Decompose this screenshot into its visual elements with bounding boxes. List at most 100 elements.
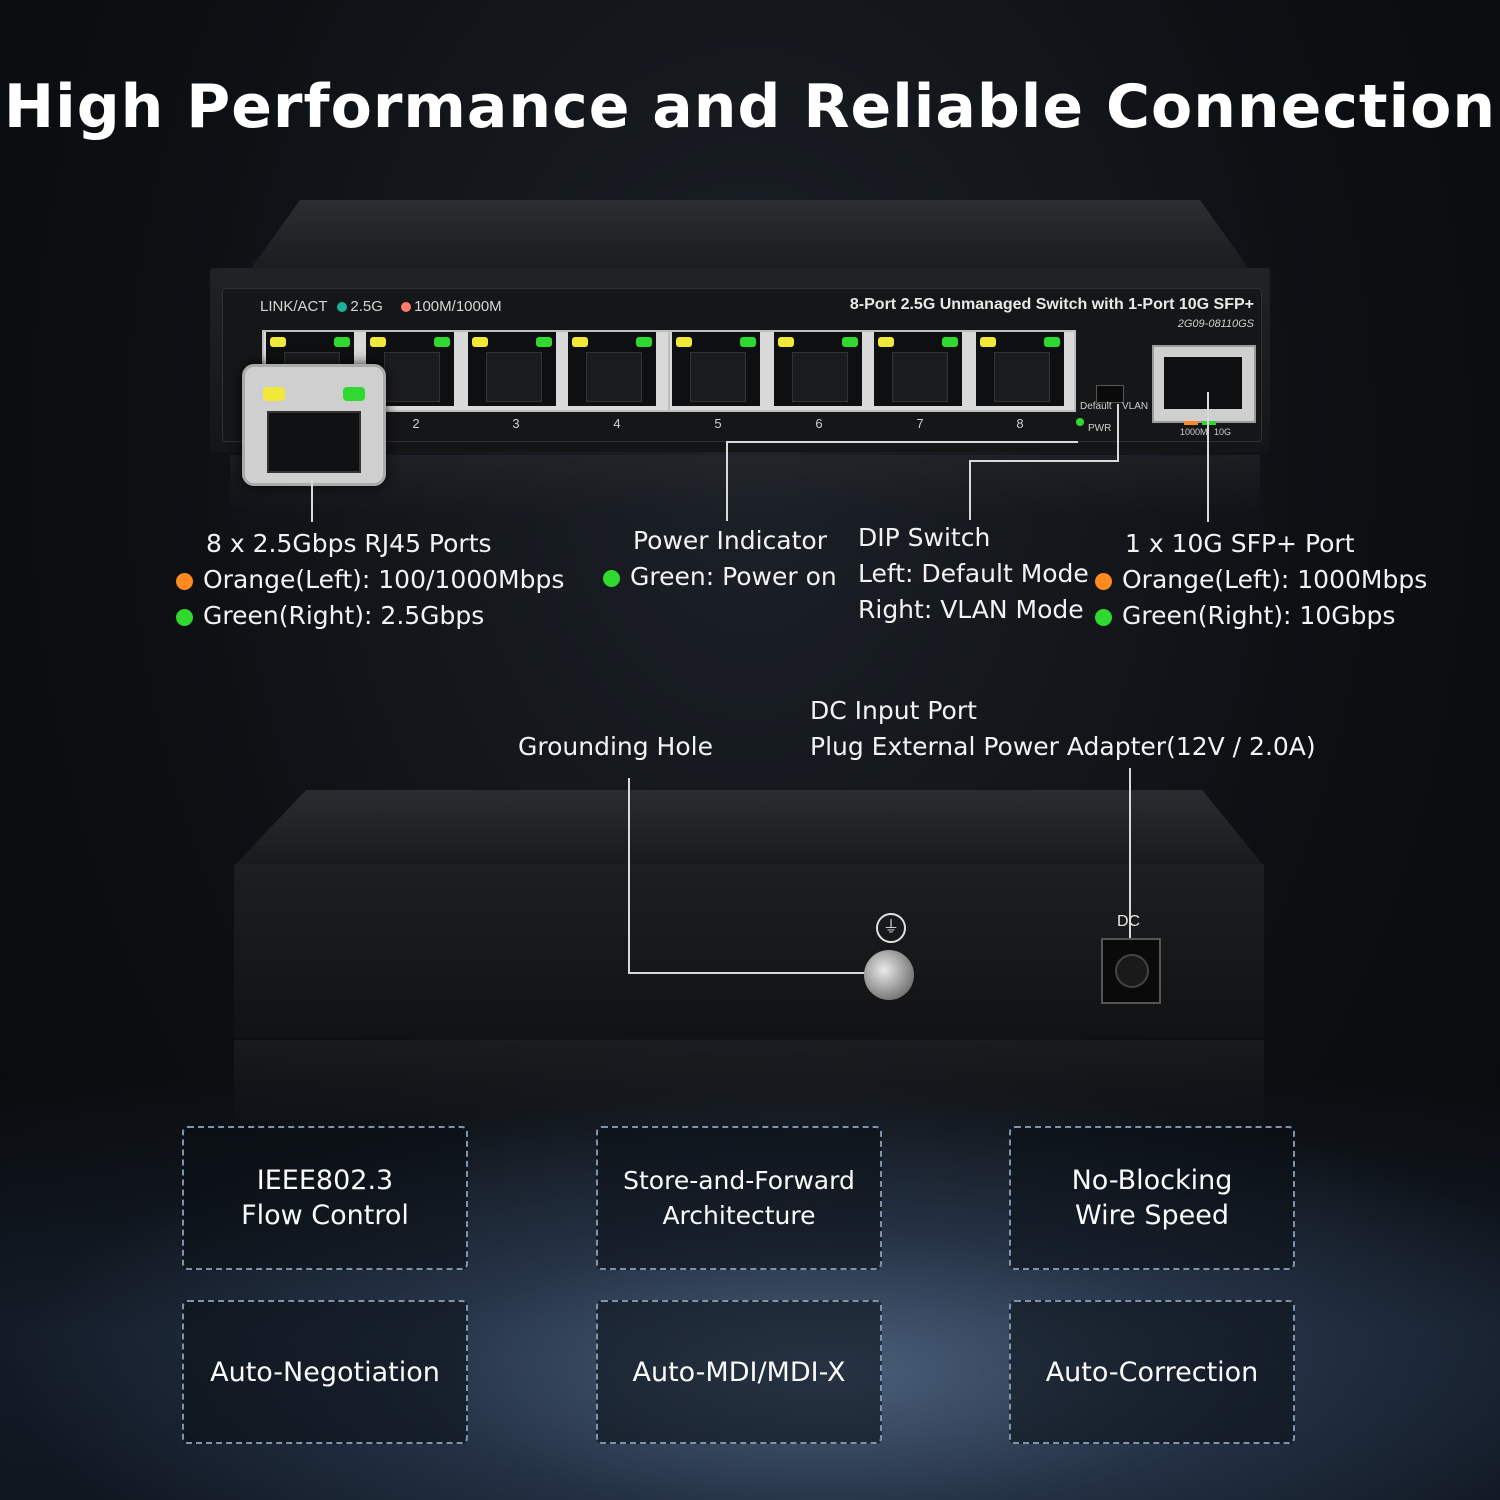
rj45-jack-zoom [267,411,361,473]
green-led-icon [636,337,652,347]
rj45-port-7[interactable] [874,332,962,406]
yellow-led-icon [370,337,386,347]
green-led-icon [842,337,858,347]
callout-dc: DC Input Port Plug External Power Adapte… [810,693,1316,765]
sfp-port[interactable] [1152,345,1256,423]
port-number: 2 [412,416,420,431]
yellow-led-icon [472,337,488,347]
rear-switch-top [234,790,1264,866]
switch-reflection [230,455,1260,515]
callout-line-grounding [628,778,630,974]
green-led-icon [1044,337,1060,347]
callout-dc-title: DC Input Port [810,696,977,725]
rj45-port-8[interactable] [976,332,1064,406]
feature-no-blocking: No-Blocking Wire Speed [1009,1126,1295,1270]
callout-rj45: 8 x 2.5Gbps RJ45 Ports Orange(Left): 100… [176,526,564,634]
callout-line-power [726,443,728,521]
rj45-port-5[interactable] [672,332,760,406]
feature-flow-control: IEEE802.3 Flow Control [182,1126,468,1270]
model-code: 2G09-08110GS [1177,318,1254,330]
power-led-icon [1076,418,1084,426]
callout-line-dip-v [1117,404,1119,462]
callout-line-dip [969,460,971,520]
callout-sfp-line2: Green(Right): 10Gbps [1095,598,1427,634]
rj45-jack [892,352,948,402]
rj45-jack [384,352,440,402]
rj45-port-zoom [242,364,386,486]
yellow-led-icon [572,337,588,347]
salmon-dot-icon [401,302,412,313]
feature-label: Auto-Correction [1045,1356,1259,1388]
rj45-port-3[interactable] [468,332,556,406]
callout-line-sfp [1207,392,1209,522]
port-number: 6 [815,416,823,431]
green-led-icon [343,387,365,401]
callout-power-line1-text: Green: Power on [630,562,837,591]
sfp-led-labels: 1000M 10G [1180,417,1231,437]
callout-line-dc [1129,768,1131,968]
callout-rj45-line1-text: Orange(Left): 100/1000Mbps [203,565,565,594]
feature-auto-mdi: Auto-MDI/MDI-X [596,1300,882,1444]
sfp-slot [1164,357,1242,409]
feature-store-forward: Store-and-Forward Architecture [596,1126,882,1270]
port-number: 3 [512,416,520,431]
ground-symbol-icon: ⏚ [876,913,906,943]
rj45-jack [486,352,542,402]
led-legend: LINK/ACT 2.5G 100M/1000M [260,298,502,315]
green-led-icon [536,337,552,347]
rear-switch-panel [234,864,1264,1038]
rj45-jack [586,352,642,402]
sfp-1000m-label: 1000M [1180,427,1208,437]
port-number: 8 [1016,416,1024,431]
callout-sfp-line2-text: Green(Right): 10Gbps [1122,601,1396,630]
orange-dot-icon [1095,573,1112,590]
callout-sfp-line1-text: Orange(Left): 1000Mbps [1122,565,1428,594]
callout-line-dip-h [969,460,1119,462]
dip-switch[interactable] [1096,385,1124,403]
rj45-port-4[interactable] [568,332,656,406]
callout-rj45-line1: Orange(Left): 100/1000Mbps [176,562,564,598]
feature-auto-correction: Auto-Correction [1009,1300,1295,1444]
switch-top-surface [250,200,1250,270]
grounding-screw[interactable] [864,950,914,1000]
orange-dot-icon [176,573,193,590]
dc-label: DC [1117,913,1141,930]
callout-sfp: 1 x 10G SFP+ Port Orange(Left): 1000Mbps… [1095,526,1427,634]
port-number: 4 [613,416,621,431]
callout-line-power-h [726,441,1078,443]
callout-power: Power Indicator Green: Power on [603,523,837,595]
port-number: 5 [714,416,722,431]
green-dot-icon [603,570,620,587]
legend-25g: 2.5G [350,298,383,315]
callout-line-grounding-h [628,972,868,974]
yellow-led-icon [980,337,996,347]
rj45-jack [792,352,848,402]
callout-sfp-line1: Orange(Left): 1000Mbps [1095,562,1427,598]
rj45-jack [994,352,1050,402]
feature-label: Auto-MDI/MDI-X [632,1356,846,1388]
rj45-jack [690,352,746,402]
dc-input-port[interactable] [1101,938,1161,1004]
callout-power-line1: Green: Power on [603,559,837,595]
dc-jack-hole [1115,954,1149,988]
yellow-led-icon [676,337,692,347]
green-led-icon [434,337,450,347]
green-led-icon [740,337,756,347]
callout-dc-line1: Plug External Power Adapter(12V / 2.0A) [810,732,1316,761]
green-led-icon [942,337,958,347]
green-led-icon [334,337,350,347]
orange-led-icon [1184,421,1198,425]
feature-label: Auto-Negotiation [210,1356,440,1388]
callout-rj45-line2-text: Green(Right): 2.5Gbps [203,601,485,630]
feature-auto-negotiation: Auto-Negotiation [182,1300,468,1444]
callout-rj45-title: 8 x 2.5Gbps RJ45 Ports [206,529,492,558]
yellow-led-icon [878,337,894,347]
port-number: 7 [916,416,924,431]
yellow-led-icon [263,387,285,401]
rj45-port-6[interactable] [774,332,862,406]
yellow-led-icon [778,337,794,347]
callout-rj45-line2: Green(Right): 2.5Gbps [176,598,564,634]
callout-dip-line1: Left: Default Mode [858,559,1089,588]
legend-link-act: LINK/ACT [260,298,328,315]
callout-line-rj45 [311,478,313,522]
